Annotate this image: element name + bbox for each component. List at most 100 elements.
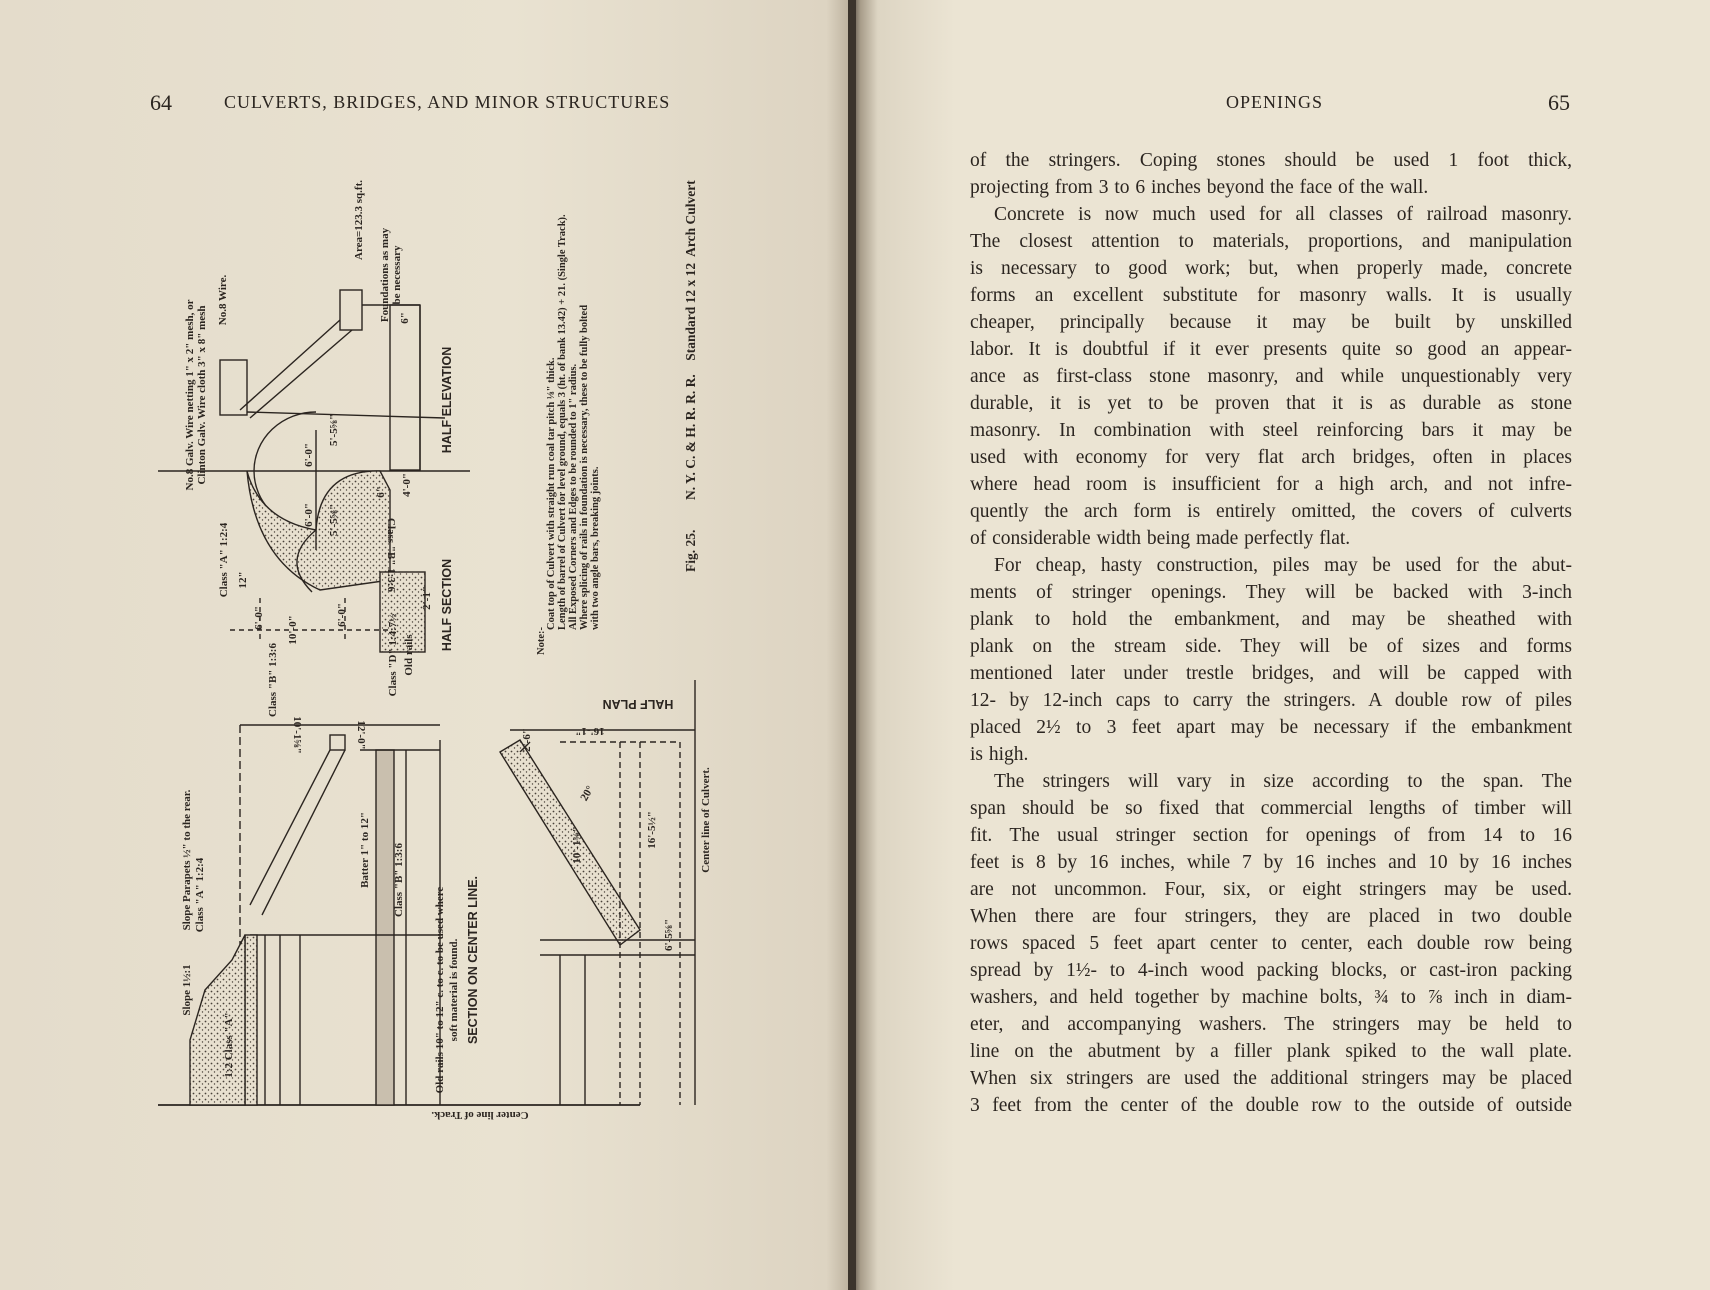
text-line: mentioned later under trestle bridges, a…	[970, 663, 1572, 684]
dim: 12"	[237, 571, 249, 588]
label-foundations-1: Foundations as may	[379, 227, 391, 322]
label-slope: Slope 1½:1	[181, 964, 193, 1015]
dim: 16'-5½"	[646, 811, 658, 849]
text-line: 3 feet from the center of the double row…	[970, 1095, 1572, 1116]
dim: 12'-0"	[355, 720, 367, 749]
text-line: rows spaced 5 feet apart center to cente…	[970, 933, 1572, 954]
view-title-half-elevation: HALF ELEVATION	[440, 347, 454, 453]
dim: 6"	[375, 486, 387, 498]
left-running-head: CULVERTS, BRIDGES, AND MINOR STRUCTURES	[224, 92, 671, 112]
figure-25-drawing: No.8 Galv. Wire netting 1" x 2" mesh, or…	[158, 180, 712, 1121]
text-line: The closest attention to materials, prop…	[970, 231, 1572, 252]
dim: 10'-1⅝"	[571, 826, 583, 864]
dim: 6'-0"	[253, 606, 265, 630]
view-title-section-center-line: SECTION ON CENTER LINE.	[466, 876, 480, 1044]
label-slope-parapets: Slope Parapets ½" to the rear.	[181, 789, 193, 930]
text-line: where head room is insufficient for a hi…	[970, 474, 1572, 495]
view-title-half-plan: HALF PLAN	[603, 697, 674, 711]
text-line: used with economy for very flat arch bri…	[970, 447, 1572, 468]
dim: 6"	[399, 312, 411, 324]
text-line: projecting from 3 to 6 inches beyond the…	[970, 177, 1429, 198]
left-page-number: 64	[150, 90, 172, 115]
dim: 2'-1"	[421, 586, 433, 610]
dim: 6'-0"	[336, 603, 348, 627]
text-line: of the stringers. Coping stones should b…	[970, 150, 1572, 171]
text-line: durable, it is yet to be proven that it …	[970, 393, 1572, 414]
text-line: plank to hold the embankment, and may be…	[970, 609, 1572, 630]
dim: 6'-5⅝"	[663, 919, 675, 951]
dim: 20°	[578, 784, 596, 803]
text-line: labor. It is doubtful if it ever present…	[970, 339, 1572, 360]
text-line: span should be so fixed that commercial …	[970, 798, 1572, 819]
dim: 5'-5⅝"	[328, 414, 340, 446]
label-old-rails: Old rails	[403, 634, 415, 676]
label-batter: Batter 1" to 12"	[359, 812, 371, 888]
text-line: When there are four stringers, they are …	[970, 906, 1572, 927]
figure-caption-label: Fig. 25.	[683, 530, 698, 572]
dim: 16'-1"	[575, 725, 604, 737]
note-line: with two angle bars, breaking joints.	[590, 466, 601, 630]
text-line: The stringers will vary in size accordin…	[994, 771, 1572, 792]
dim: 6'-0"	[303, 503, 315, 527]
text-line: quently the arch form is entirely omitte…	[970, 501, 1572, 522]
dim: 5'-5⅝"	[328, 504, 340, 536]
label-class-b-inverted: Class "B" 1:3:6	[385, 518, 397, 592]
text-line: of considerable width being made perfect…	[970, 528, 1351, 549]
note-line: Where splicing of rails in foundation is…	[579, 305, 590, 630]
text-line: is necessary to good work; but, when pro…	[970, 258, 1572, 279]
text-line: is high.	[970, 744, 1029, 765]
text-line: washers, and held together by machine bo…	[970, 987, 1572, 1008]
text-line: masonry. In combination with steel reinf…	[970, 420, 1572, 441]
label-class-b-section: Class "B" 1:3:6	[393, 843, 405, 917]
label-center-line-track: Center line of Track.	[431, 1109, 528, 1121]
label-wire-cloth: Clinton Galv. Wire cloth 3" x 8" mesh	[196, 305, 208, 484]
text-line: ance as first-class stone masonry, and w…	[970, 366, 1572, 387]
label-area: Area=123.3 sq.ft.	[353, 180, 365, 260]
note-line: Length of barrel of Culvert for level gr…	[557, 214, 568, 630]
view-title-half-section: HALF SECTION	[440, 559, 454, 651]
label-old-rails-note-1: Old rails 10" to 12" c. to c. to be used…	[434, 887, 446, 1094]
dim: 4'-0"	[401, 473, 413, 497]
notes-heading: Note:-	[536, 627, 547, 655]
label-class-d: Class "D" 1:4:7½	[387, 614, 399, 697]
label-class-a-section-2: 1:2 Class "A"	[223, 1012, 235, 1077]
text-line: Concrete is now much used for all classe…	[994, 204, 1572, 225]
half-plan-view	[499, 680, 696, 1105]
text-line: fit. The usual stringer section for open…	[970, 825, 1572, 846]
note-line: Coat top of Culvert with straight run co…	[546, 357, 557, 630]
text-line: ments of stringer openings. They will be…	[970, 582, 1572, 603]
left-page	[0, 0, 852, 1290]
text-line: 12- by 12-inch caps to carry the stringe…	[970, 690, 1572, 711]
label-class-a-section: Class "A" 1:2:4	[194, 857, 206, 932]
text-line: plank on the stream side. They will be o…	[970, 636, 1572, 657]
label-center-line-culvert: Center line of Culvert.	[700, 767, 712, 873]
right-page-number: 65	[1548, 90, 1570, 115]
text-line: are not uncommon. Four, six, or eight st…	[970, 879, 1572, 900]
half-elevation-section-view	[158, 289, 470, 653]
dim: 2'-6"	[521, 728, 533, 752]
text-line: line on the abutment by a filler plank s…	[970, 1041, 1572, 1062]
label-class-a: Class "A" 1:2:4	[218, 522, 230, 597]
text-line: forms an excellent substitute for masonr…	[970, 285, 1572, 306]
body-text: of the stringers. Coping stones should b…	[970, 147, 1572, 1119]
label-class-b-lower: Class "B" 1:3:6	[267, 643, 279, 717]
text-line: When six stringers are used the addition…	[970, 1068, 1572, 1089]
text-line: placed 2½ to 3 feet apart may be necessa…	[970, 717, 1572, 738]
right-running-head: OPENINGS	[1226, 92, 1324, 112]
figure-caption: N. Y. C. & H. R. R. R. Standard 12 x 12 …	[683, 180, 698, 500]
text-line: feet is 8 by 16 inches, while 7 by 16 in…	[970, 852, 1572, 873]
section-center-line-view	[158, 724, 640, 1106]
dim: 10'-1⅝"	[291, 716, 303, 754]
dim: 6'-0"	[303, 443, 315, 467]
label-no8-wire: No.8 Wire.	[217, 275, 229, 326]
label-foundations-2: be necessary	[391, 245, 403, 304]
figure-notes: Note:- Coat top of Culvert with straight…	[536, 214, 601, 655]
text-line: eter, and accompanying washers. The stri…	[970, 1014, 1572, 1035]
label-wire-netting: No.8 Galv. Wire netting 1" x 2" mesh, or	[184, 299, 196, 490]
label-old-rails-note-2: soft material is found.	[448, 938, 460, 1041]
dim: 10'-0"	[287, 615, 299, 644]
text-line: spread by 1½- to 4-inch wood packing blo…	[970, 960, 1572, 981]
right-page	[852, 0, 1710, 1290]
text-line: cheaper, principally because it may be b…	[970, 312, 1572, 333]
book-gutter	[848, 0, 856, 1290]
